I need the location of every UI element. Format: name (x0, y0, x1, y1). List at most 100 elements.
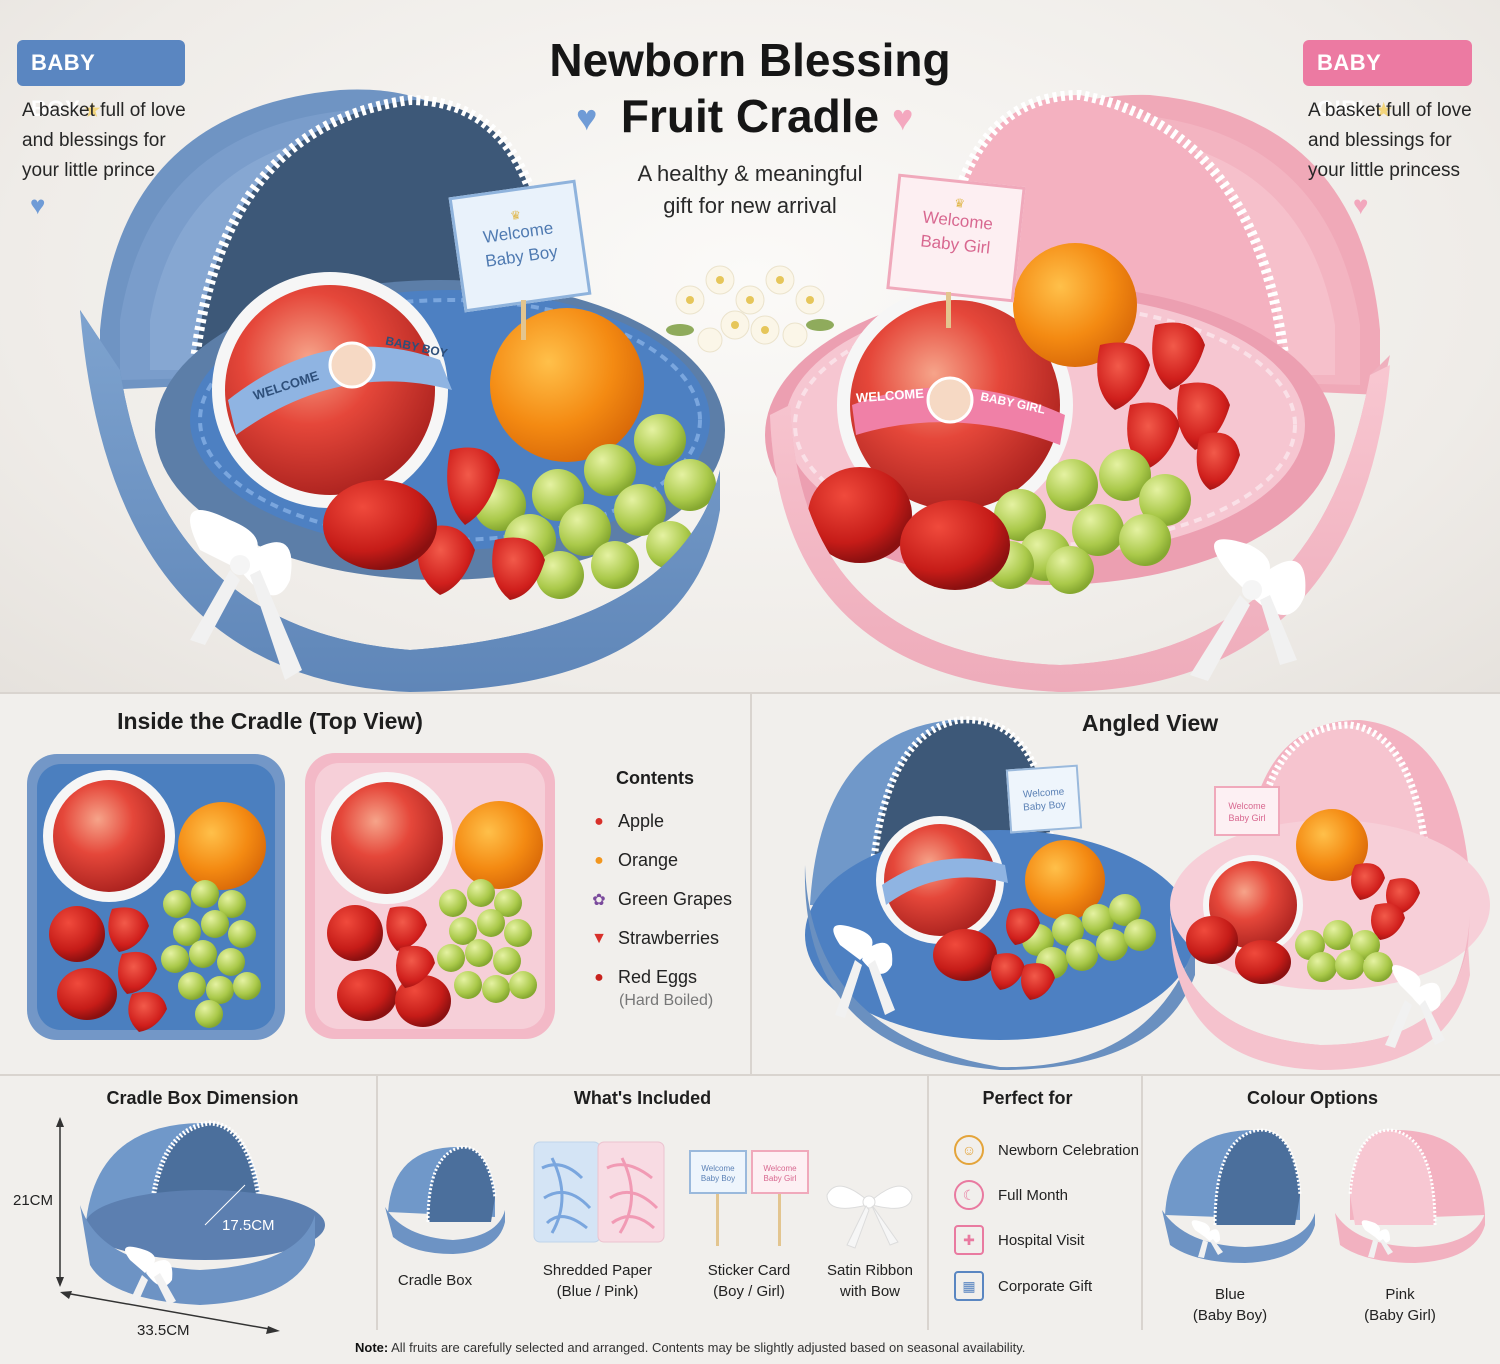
card-stick (716, 1194, 719, 1246)
card-line-1: Welcome (763, 1164, 797, 1173)
pink-colour-swatch (1335, 1128, 1485, 1263)
strawberry-icon: ▼ (591, 929, 607, 947)
red-eggs-note: (Hard Boiled) (619, 992, 714, 1009)
dimension-width: 33.5CM (137, 1322, 190, 1339)
pink-cradle-top-view-image (305, 753, 555, 1039)
perfect-for-label: Full Month (998, 1186, 1069, 1204)
caption-line-1: Cradle Box (397, 1272, 473, 1289)
shredded-paper-icon (533, 1141, 665, 1243)
contents-item-orange: ● Orange (590, 850, 678, 871)
contents-item-label: Green Grapes (618, 889, 733, 909)
hospital-icon: ✚ (954, 1225, 984, 1255)
blue-colour-swatch (1162, 1128, 1315, 1263)
caption-line-1: Shredded Paper (542, 1262, 653, 1279)
tagline-line: A basket full of love (1308, 100, 1472, 121)
angled-baby-girl-card: Welcome Baby Girl (1214, 786, 1280, 836)
divider (927, 1076, 929, 1330)
tagline-line: A basket full of love (22, 100, 186, 121)
card-line-2: Baby Girl (763, 1174, 797, 1183)
hero-section: ♛ Welcome Baby Boy WELCOME BABY BOY (0, 0, 1500, 692)
blue-cradle-top-view-image (27, 754, 285, 1040)
included-cradle-box-caption: Cradle Box (380, 1270, 490, 1291)
contents-item-label: Apple (618, 811, 665, 831)
moon-icon: ☾ (954, 1180, 984, 1210)
contents-item-label: Orange (618, 850, 679, 870)
orange-icon: ● (594, 851, 604, 869)
sticker-card-boy-icon: Welcome Baby Boy (689, 1150, 747, 1194)
pink-colour-caption: Pink (Baby Girl) (1345, 1284, 1455, 1326)
caption-line-2: (Boy / Girl) (713, 1283, 785, 1300)
caption-line-2: (Blue / Pink) (556, 1283, 639, 1300)
building-icon: ▦ (954, 1271, 984, 1301)
baby-girl-tagline: A basket full of love and blessings for … (1308, 96, 1500, 186)
pink-cradle-image (765, 89, 1390, 692)
perfect-for-corporate-gift: ▦ Corporate Gift (954, 1271, 1092, 1301)
divider (376, 1076, 378, 1330)
angled-baby-boy-card: Welcome Baby Boy (1005, 764, 1083, 834)
card-stick (946, 292, 951, 328)
subtitle-line-1: A healthy & meaningful (637, 161, 863, 186)
page-title: Newborn Blessing Fruit Cradle (500, 32, 1000, 144)
cradle-box-icon (385, 1145, 505, 1254)
blue-cradle-image (80, 89, 725, 692)
contents-item-apple: ● Apple (590, 811, 664, 832)
perfect-for-full-month: ☾ Full Month (954, 1180, 1068, 1210)
sticker-card-girl-icon: Welcome Baby Girl (751, 1150, 809, 1194)
baby-icon: ☺ (954, 1135, 984, 1165)
angled-view-title: Angled View (1081, 710, 1219, 736)
star-icon: ★ (84, 100, 101, 120)
baby-boy-tagline: A basket full of love and blessings for … (22, 96, 222, 186)
divider (750, 694, 752, 1074)
blue-colour-caption: Blue (Baby Boy) (1175, 1284, 1285, 1326)
included-satin-ribbon-caption: Satin Ribbon with Bow (815, 1260, 925, 1302)
dimension-height: 21CM (13, 1192, 54, 1209)
included-sticker-card-caption: Sticker Card (Boy / Girl) (690, 1260, 808, 1302)
perfect-for-title: Perfect for (982, 1088, 1073, 1108)
perfect-for-label: Corporate Gift (998, 1277, 1093, 1295)
grapes-icon: ✿ (592, 891, 606, 909)
card-stick (778, 1194, 781, 1246)
whats-included-title: What's Included (573, 1088, 712, 1108)
baby-girl-badge-label: BABY GIRL (1317, 50, 1381, 121)
title-line-2: Fruit Cradle (620, 90, 880, 142)
perfect-for-hospital-visit: ✚ Hospital Visit (954, 1225, 1084, 1255)
caption-line-1: Satin Ribbon (827, 1262, 913, 1279)
dimension-title: Cradle Box Dimension (106, 1088, 299, 1108)
blue-heart-icon: ♥ (30, 190, 46, 220)
perfect-for-newborn-celebration: ☺ Newborn Celebration (954, 1135, 1139, 1165)
card-line-1: Welcome (701, 1164, 735, 1173)
divider (0, 692, 1500, 694)
caption-line-2: with Bow (839, 1283, 901, 1300)
footer-note: Note: All fruits are carefully selected … (355, 1340, 1255, 1355)
pink-heart-icon: ♥ (1353, 190, 1369, 220)
caption-line-2: (Baby Boy) (1192, 1307, 1268, 1324)
contents-item-strawberries: ▼ Strawberries (590, 928, 719, 949)
subtitle-line-2: gift for new arrival (663, 193, 837, 218)
divider (0, 1074, 1500, 1076)
pink-heart-icon: ♥ (892, 97, 914, 138)
footer-note-label: Note: (355, 1340, 389, 1355)
perfect-for-label: Hospital Visit (998, 1231, 1085, 1249)
perfect-for-label: Newborn Celebration (998, 1141, 1139, 1159)
caption-line-1: Pink (1385, 1286, 1415, 1303)
footer-note-text: All fruits are carefully selected and ar… (388, 1340, 1026, 1355)
egg-icon: ● (594, 968, 604, 986)
card-line-2: Baby Boy (700, 1174, 736, 1183)
title-line-1: Newborn Blessing (549, 34, 951, 86)
contents-item-grapes: ✿ Green Grapes (590, 889, 732, 910)
tagline-line: your little princess (1308, 160, 1461, 181)
apple-icon: ● (594, 812, 604, 830)
contents-item-label: Strawberries (618, 928, 720, 948)
contents-title: Contents (616, 768, 694, 788)
contents-item-label: Red Eggs (618, 967, 698, 987)
included-shredded-paper-caption: Shredded Paper (Blue / Pink) (530, 1260, 665, 1302)
angled-view-image (804, 716, 1490, 1070)
caption-line-1: Sticker Card (707, 1262, 791, 1279)
card-line-1: Welcome (1228, 801, 1266, 811)
tagline-line: your little prince (22, 160, 156, 181)
divider (1141, 1076, 1143, 1330)
dimension-cradle-image (56, 1117, 325, 1334)
flower-bouquet-image (666, 265, 834, 353)
contents-item-red-eggs: ● Red Eggs (590, 967, 697, 988)
baby-girl-badge: BABY GIRL★ (1303, 40, 1472, 121)
